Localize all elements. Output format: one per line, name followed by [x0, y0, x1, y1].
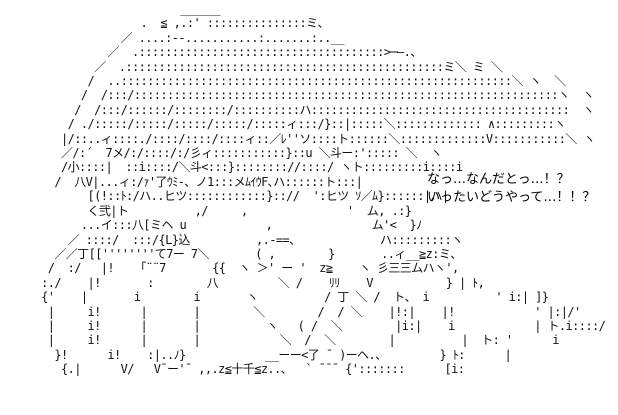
- ascii-art-character: ______ . ≦ ,.:' :::::::::::::::ミ、 ／ ....…: [8, 2, 618, 377]
- art-line: く弐|ト ,/ , ' ム, .:}: [8, 203, 412, 218]
- art-line: ／ .:::::::::::::::::::::::::::::::::::::…: [8, 45, 422, 60]
- art-line: / /:::/::::::/::::::::/::::::::::ハ::::::…: [8, 102, 594, 117]
- art-line: / :/ |! ｢¨¨7 {{ ヽ ＞' ー ' z≧ ヽ 彡三三ムハヽ',: [8, 261, 460, 276]
- art-line: {.| V/ V¯ー'¯ ,,.z≦十千≦z..、 ` ¯¯¯ {'::::::…: [8, 362, 465, 377]
- art-line: |/::..ィ::::./::::/::::/::::ィ::／ﾚ''ソ::::ト…: [8, 131, 595, 146]
- art-line: }! i! :|..ﾉ} __ーー<了 ¯ )ーヘ.、 } ﾄ: |: [8, 347, 512, 362]
- art-line: / ..::::::::::::::::::::::::::::::::::::…: [8, 74, 566, 89]
- caption-line-2: いったいどうやって…！！？: [427, 190, 596, 205]
- art-line: / ./:::::/:::::/:::::/:::::/:::::ィ:::/}:…: [8, 117, 567, 132]
- art-line: | i! | | ＼ / / ＼ |!:| |! ' |:|/': [8, 304, 582, 319]
- art-line: ／ .:::::::::::::::::::::::::::::::::::::…: [8, 59, 503, 74]
- art-line: [(!::ﾄ:/ハ..ヒツ::::::::::::}::// ':ヒツ ｿ／ﾑ}…: [8, 189, 449, 204]
- art-line: /小::::| ::i::::/＼斗<:::}:::::::://::::/ ヽ…: [8, 160, 463, 175]
- art-line: ／ ::::/ :::/{L}込 ,.-==、 ハ:::::::::ヽ: [8, 232, 463, 247]
- art-line: ／ ....:--...........:.......:..__: [8, 30, 345, 45]
- caption-line-1: なっ…なんだとっ…！？: [427, 172, 570, 187]
- art-line: {' | i i ヽ / 丁 ＼ / ト、 i ' i:| ]}: [8, 290, 549, 305]
- art-line: | i! | | ヽ ( / ＼ |i:| i | ト.i::::/ |ﾉ: [8, 318, 618, 333]
- art-line: . ≦ ,.:' :::::::::::::::ミ、: [8, 16, 329, 31]
- art-line: ______: [8, 2, 220, 16]
- art-line: ...イ:::八[ミヘ u , ム'< }ﾉ: [8, 218, 422, 233]
- art-line: :./ |! : 八 ＼ / ﾘﾘ V } | ﾄ,: [8, 275, 485, 290]
- art-line: ／/:´ 7メ/:/::::/:/彡ィ:::::::::::}::u ＼斗ー:'…: [8, 146, 442, 161]
- art-line: | i! | | ＼ / ＼ | | ト: ' i: [8, 333, 560, 348]
- art-line: / 八V|...ィ:/ｧ'了ｳﾐ-、ノ1:::メﾑｲｳF､ハ::::::ト:::…: [8, 174, 363, 189]
- art-line: / /:::/:::::::::::::::::::::::::::::::::…: [8, 88, 595, 103]
- dialogue-caption: なっ…なんだとっ…！？ いったいどうやって…！！？: [427, 171, 595, 207]
- art-line: ／／丁[[''''''''て7ー 7＼ ( , } ..ィ__≧z:ミ、: [8, 246, 462, 261]
